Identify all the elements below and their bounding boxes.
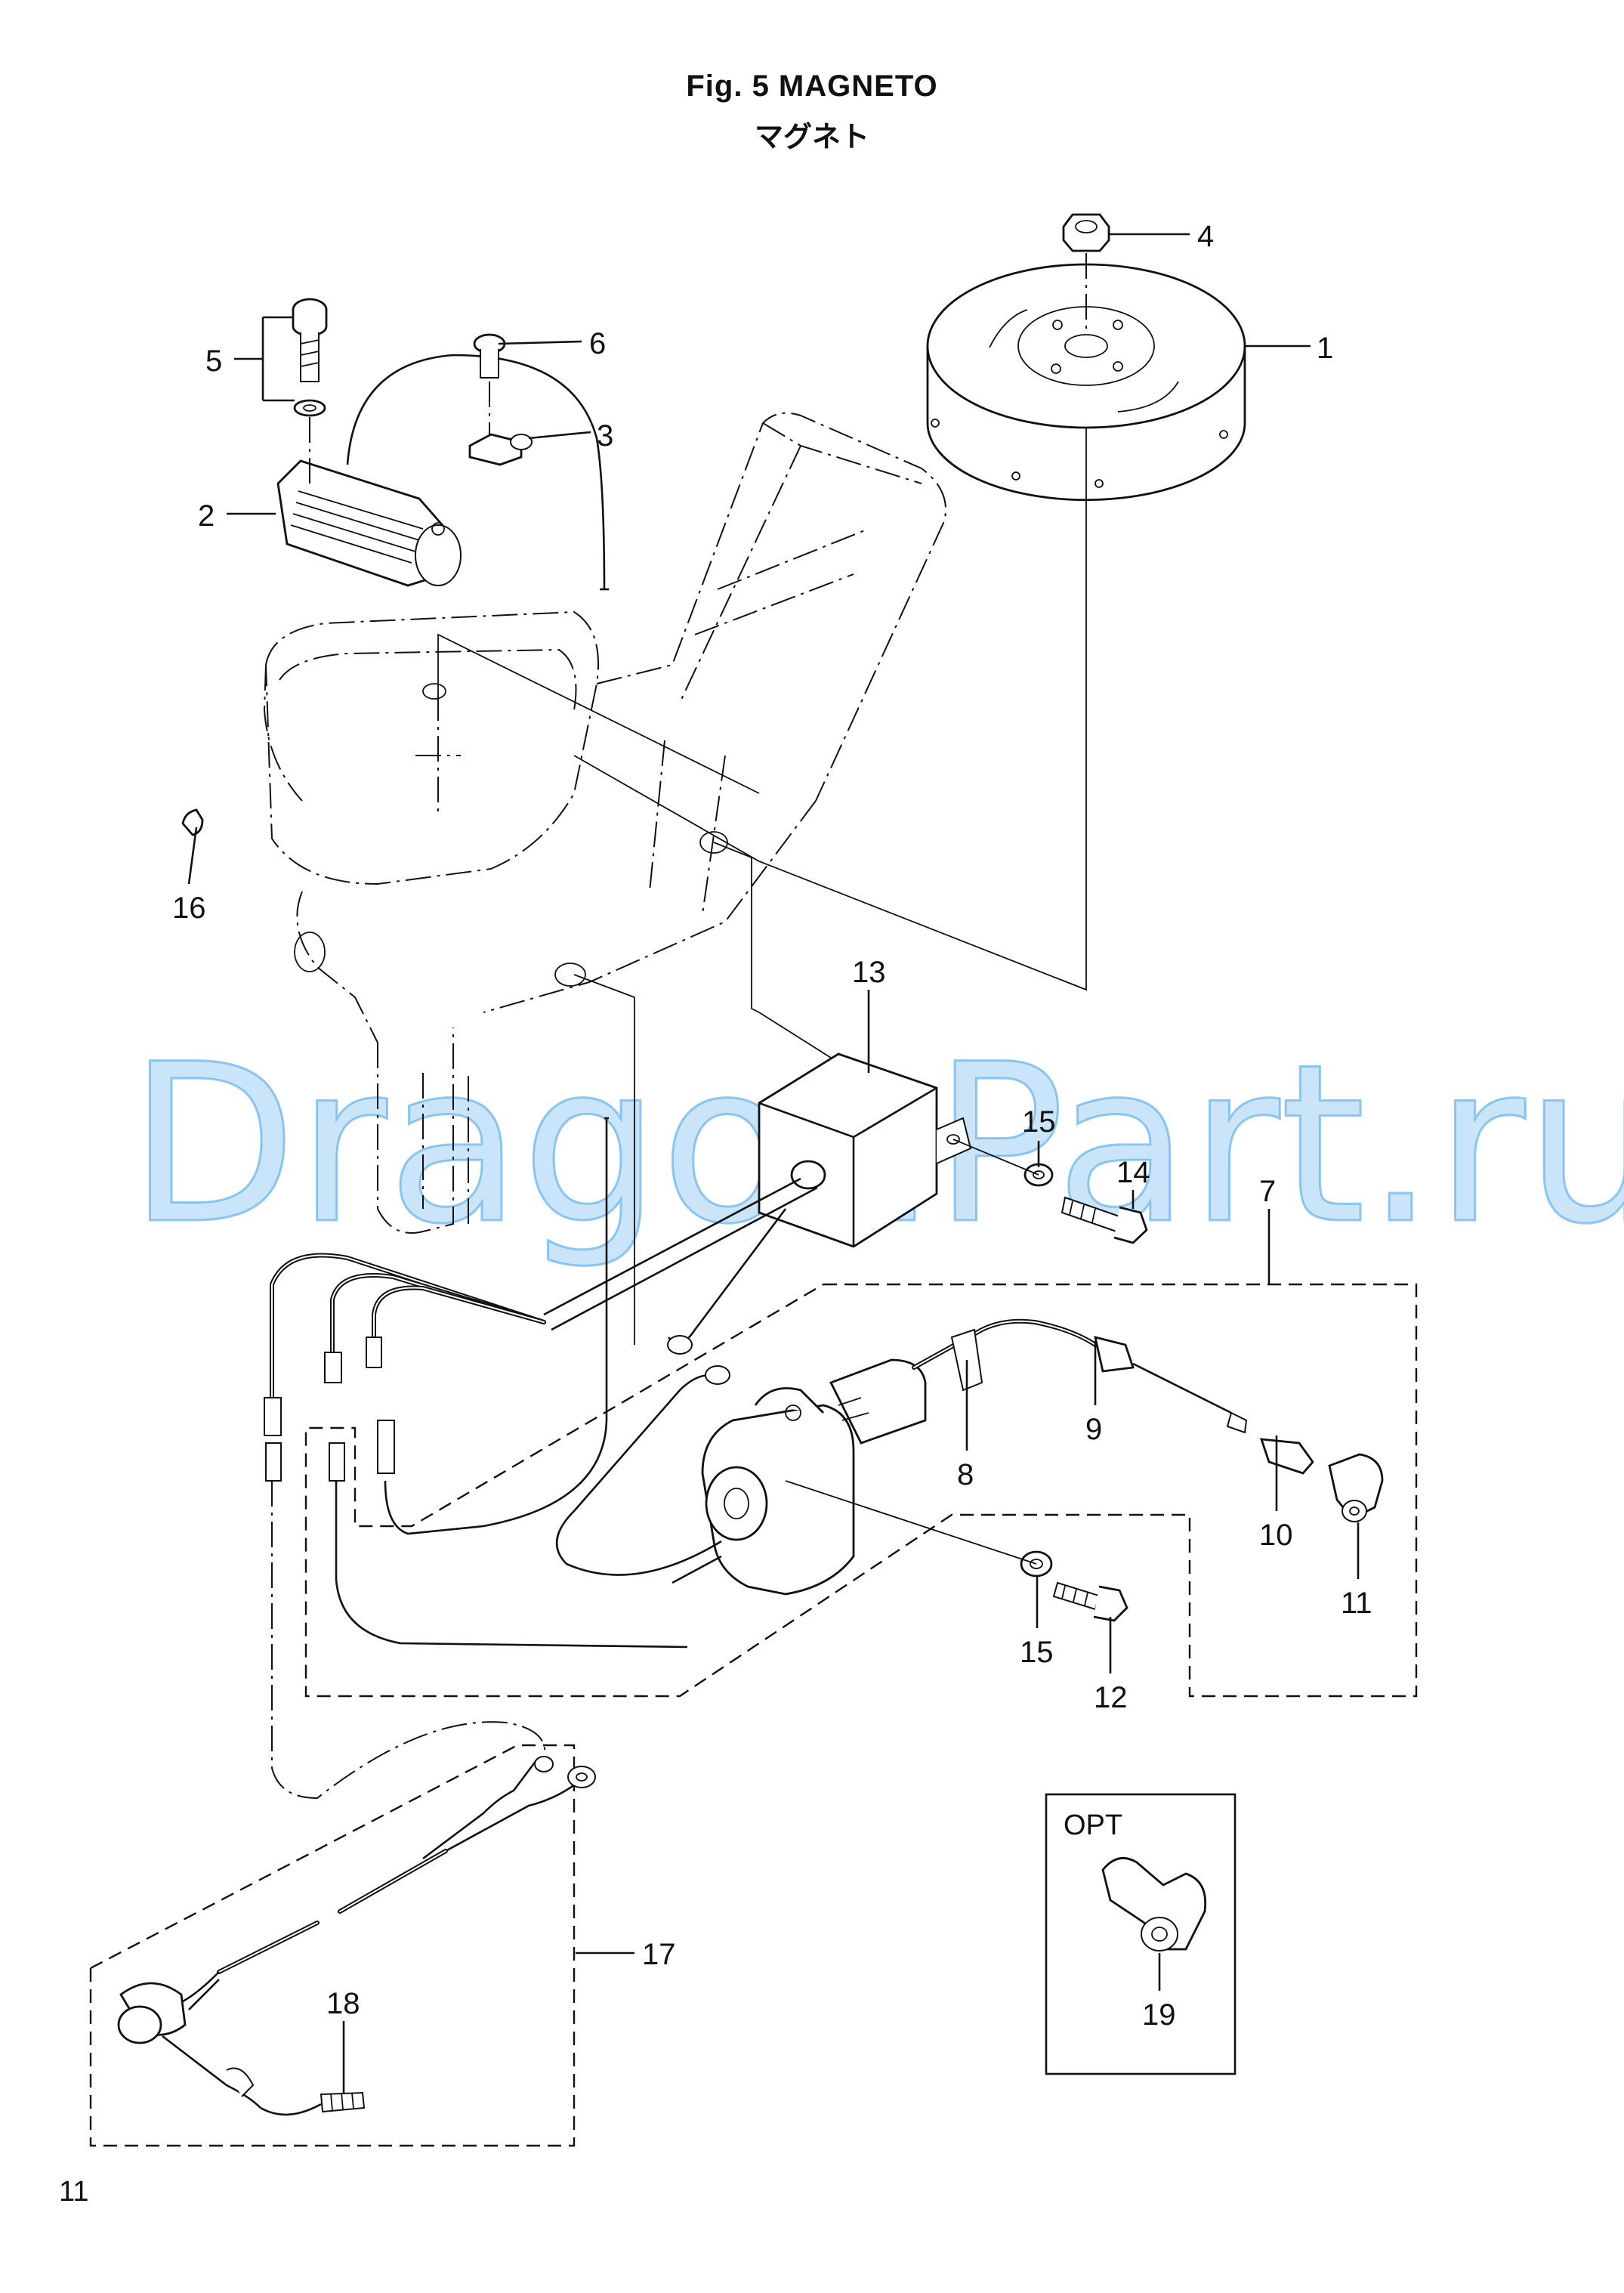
- figure-title-japanese: マグネト: [754, 120, 869, 153]
- callout-15-upper: 15: [1022, 1105, 1056, 1139]
- callout-4: 4: [1197, 220, 1214, 253]
- assembly-centerlines: [437, 428, 1087, 1565]
- callout-leaders: [187, 233, 1360, 2093]
- callout-17: 17: [642, 1938, 676, 1971]
- module-screw-part: [1023, 1163, 1148, 1244]
- callout-7: 7: [1259, 1175, 1276, 1208]
- clamp-screw-part: [468, 333, 523, 466]
- coil-mount-screw-part: [1020, 1550, 1128, 1622]
- callout-13: 13: [852, 956, 886, 989]
- engine-housing-phantom: [263, 412, 946, 1234]
- wire-harness: [264, 1117, 688, 1649]
- option-box: [1045, 1793, 1237, 2075]
- optional-plug-cap-part: [1101, 1856, 1207, 1952]
- callout-15-lower: 15: [1020, 1636, 1054, 1669]
- callout-8: 8: [957, 1458, 974, 1491]
- spark-plug-terminal-part: [1259, 1438, 1314, 1475]
- callout-18: 18: [326, 1987, 360, 2020]
- ignition-coil-part: [555, 1358, 927, 1596]
- flywheel-nut-part: [1062, 213, 1110, 332]
- option-label: OPT: [1064, 1809, 1122, 1841]
- callout-12: 12: [1094, 1681, 1128, 1714]
- ignition-module-part: [543, 1052, 972, 1355]
- group-7-boundary: [304, 1283, 1418, 1698]
- callout-5: 5: [205, 345, 222, 378]
- flywheel-part: [926, 263, 1246, 502]
- callout-10: 10: [1259, 1519, 1293, 1552]
- page-number: 11: [59, 2176, 89, 2208]
- callout-16: 16: [172, 892, 206, 925]
- charging-coil-part: [276, 354, 609, 591]
- callout-6: 6: [589, 327, 606, 360]
- callout-9: 9: [1085, 1413, 1102, 1446]
- group-17-boundary: [89, 1744, 576, 2147]
- callout-14: 14: [1116, 1156, 1150, 1189]
- spark-plug-cap-part: [1328, 1453, 1384, 1522]
- callout-3: 3: [597, 419, 613, 453]
- wire-clamp-part: [510, 434, 533, 450]
- figure-title: Fig. 5 MAGNETO: [686, 70, 938, 103]
- callout-1: 1: [1317, 332, 1333, 365]
- coil-screw-part: [292, 298, 328, 484]
- stop-switch-harness-part: [117, 1481, 596, 2109]
- callout-11: 11: [1341, 1587, 1372, 1620]
- lanyard-clip-part: [260, 2091, 366, 2116]
- woodruff-key-part: [181, 808, 204, 836]
- high-tension-cable-part: [912, 1318, 1248, 1434]
- callout-19: 19: [1142, 1998, 1176, 2032]
- callout-2: 2: [198, 499, 215, 533]
